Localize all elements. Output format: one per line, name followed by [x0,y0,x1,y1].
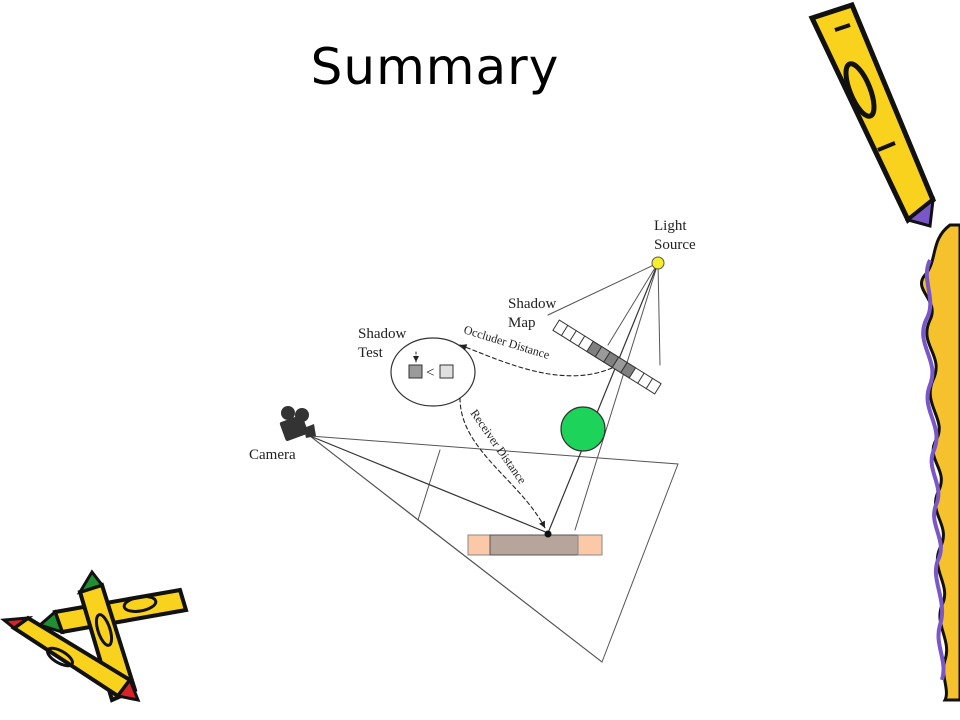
border-edge [921,259,946,681]
shadow-test-label-line2: Test [358,345,384,361]
shadow-test-ellipse [390,337,476,407]
shadow-map-label-line1: Shadow [508,296,557,312]
receiver-shadowed [489,534,579,556]
crayon-decoration-top-right [808,1,937,228]
camera-icon [279,406,316,441]
border-squiggle [920,223,960,702]
crayon-decoration-bottom-left [0,569,189,703]
camera-ray [309,435,549,534]
receiver-surface [467,534,603,556]
light-ray [547,262,659,534]
camera-label: Camera [249,447,296,463]
light-source-label-line2: Source [654,237,696,253]
occluder-sphere [560,406,606,452]
shadow-test-label-line1: Shadow [358,326,407,342]
shadow-map-strip [552,319,662,395]
decorative-border-right [920,223,960,702]
occluder-distance-label: Occluder Distance [462,322,551,361]
slide-title: Summary [310,38,560,96]
light-source-label-line1: Light [654,218,687,234]
receiver-sample-point [544,530,552,538]
shadow-test-occluder-box [408,364,423,379]
occluder-distance-arrow [459,344,613,377]
receiver-lit-right [577,534,603,556]
receiver-distance-arrow [459,397,546,529]
light-frustum [547,262,661,531]
light-source-dot [651,256,665,270]
receiver-distance-label: Receiver Distance [468,407,530,487]
shadow-test-compare: < [426,365,434,381]
receiver-lit-left [467,534,491,556]
shadow-map-label-line2: Map [508,315,536,331]
shadow-test-receiver-box [439,364,454,379]
shadow-mapping-diagram: < Light Source Shadow Map Shadow Test Ca… [249,218,696,663]
